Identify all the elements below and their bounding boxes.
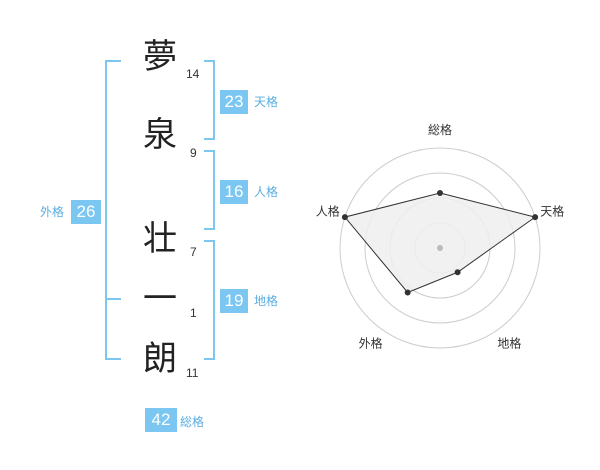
tenkaku-bracket [213, 60, 215, 140]
name-char-2: 泉 [143, 115, 177, 155]
radar-point-4 [404, 289, 411, 296]
chikaku-value-badge: 19 [220, 289, 248, 313]
radar-data-area [344, 192, 537, 294]
gaikaku-bracket-top [105, 60, 121, 62]
gaikaku-value-badge: 26 [71, 200, 101, 224]
radar-axis-label-2: 天格 [540, 204, 564, 219]
soukaku-label: 総格 [180, 415, 205, 429]
gaikaku-bracket-bottom [105, 358, 121, 360]
radar-axis-label-5: 人格 [316, 204, 340, 219]
gaikaku-bracket [105, 60, 107, 360]
radar-center-dot [437, 245, 443, 251]
radar-point-5 [341, 214, 348, 221]
name-char-1: 夢 [143, 37, 177, 77]
chikaku-bracket-bottom [204, 358, 215, 360]
stroke-count-2: 9 [190, 146, 197, 160]
radar-axis-label-1: 総格 [428, 122, 452, 137]
chikaku-bracket-top [204, 240, 215, 242]
stroke-count-4: 1 [190, 306, 197, 320]
jinkaku-bracket [213, 150, 215, 230]
stroke-count-5: 11 [186, 366, 199, 380]
name-char-3: 壮 [143, 219, 177, 259]
radar-axis-label-4: 外格 [359, 335, 383, 350]
name-char-5: 朗 [143, 339, 177, 379]
tenkaku-bracket-top [204, 60, 215, 62]
tenkaku-label: 天格 [254, 95, 279, 109]
jinkaku-label: 人格 [254, 185, 279, 199]
radar-point-1 [437, 190, 443, 196]
jinkaku-bracket-top [204, 150, 215, 152]
soukaku-value-badge: 42 [145, 408, 177, 432]
radar-axis-label-3: 地格 [497, 335, 521, 350]
jinkaku-bracket-bottom [204, 228, 215, 230]
gaikaku-label: 外格 [40, 205, 65, 219]
radar-ring-3 [364, 172, 516, 324]
tenkaku-value-badge: 23 [220, 90, 248, 114]
radar-point-2 [532, 214, 539, 221]
gaikaku-bracket-mid [105, 298, 121, 300]
chikaku-label: 地格 [254, 294, 279, 308]
chikaku-bracket [213, 240, 215, 360]
jinkaku-value-badge: 16 [220, 180, 248, 204]
tenkaku-bracket-bottom [204, 138, 215, 140]
radar-ring-4 [339, 147, 541, 349]
stroke-count-3: 7 [190, 245, 197, 259]
radar-point-3 [454, 269, 461, 276]
name-char-4: 一 [143, 279, 177, 319]
stroke-count-1: 14 [186, 67, 200, 81]
